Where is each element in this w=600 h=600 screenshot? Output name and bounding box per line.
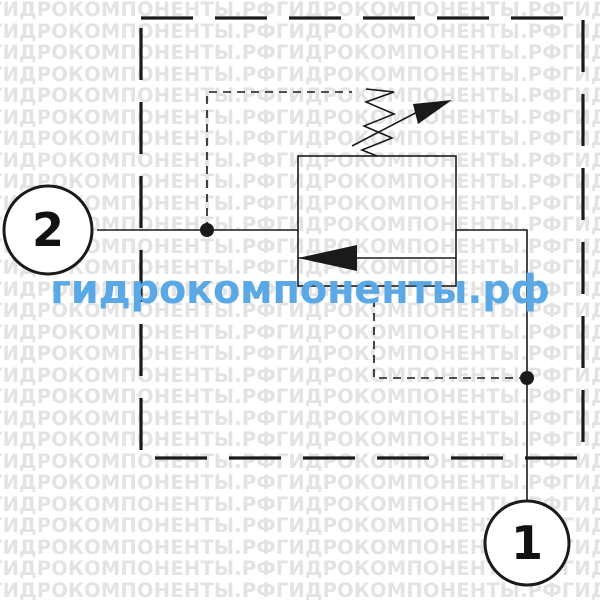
port-2-label: 2 (32, 203, 64, 257)
spring-icon (359, 88, 397, 157)
port-1-label: 1 (511, 516, 543, 570)
pilot-line-dashed-top (206, 91, 352, 230)
port-1-marker (483, 499, 571, 587)
port-1-line (456, 229, 528, 510)
port-2-marker (2, 184, 94, 276)
pilot-line-dashed-bottom (373, 286, 527, 379)
adjustable-arrow-shaft (351, 107, 426, 147)
flow-arrow-icon (298, 245, 357, 271)
center-watermark-text: гидрокомпоненты.рф (50, 267, 550, 313)
enclosure-dashed-border (139, 16, 585, 460)
adjustable-arrow-icon (413, 100, 452, 124)
